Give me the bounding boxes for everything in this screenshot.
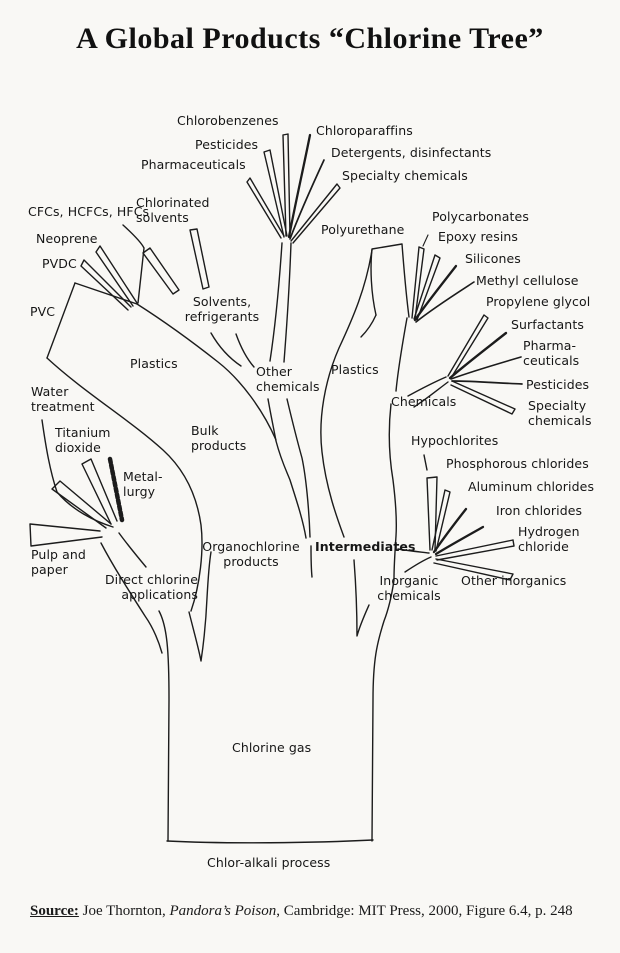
label-surfactants: Surfactants [511,317,584,332]
label-hypochlorites: Hypochlorites [411,433,499,448]
label-detergents-disinfectants: Detergents, disinfectants [331,145,492,160]
label-pvc: PVC [30,304,56,319]
label-intermediates: Intermediates [315,539,416,554]
label-polycarbonates: Polycarbonates [432,209,529,224]
source-label: Source: [30,903,79,919]
label-hydrogen-chloride: Hydrogen chloride [518,524,580,554]
inorganic-branch [397,454,515,581]
source-author: Joe Thornton, [78,903,170,919]
label-water-treatment: Water treatment [31,384,95,414]
label-chlorinated-solvents: Chlorinated solvents [136,195,210,225]
left-plastics-limb [46,224,277,612]
label-pharmaceuticals-top: Pharmaceuticals [141,157,246,172]
top-fan-twigs [246,133,341,244]
label-metallurgy: Metal- lurgy [123,469,163,499]
label-propylene-glycol: Propylene glycol [486,294,591,309]
label-specialty-chemicals-top: Specialty chemicals [342,168,468,183]
source-citation: Source: Joe Thornton, Pandora’s Poison, … [30,903,605,920]
label-pvdc: PVDC [42,256,77,271]
label-organochlorine-products: Organochlorine products [202,539,300,569]
right-limb [320,249,408,637]
central-limb [267,242,313,578]
source-work-title: Pandora’s Poison [169,903,277,919]
label-pesticides-top: Pesticides [195,137,259,152]
label-solvents-refrigerants: Solvents, refrigerants [184,294,260,324]
label-titanium-dioxide: Titanium dioxide [55,425,111,455]
label-pesticides-right: Pesticides [526,377,590,392]
label-plastics-right: Plastics [331,362,379,377]
label-chlorobenzenes: Chlorobenzenes [177,113,279,128]
source-details: , Cambridge: MIT Press, 2000, Figure 6.4… [276,903,573,919]
label-chemicals: Chemicals [391,394,457,409]
label-cfcs-hcfcs-hfcs: CFCs, HCFCs, HFCs [28,204,150,219]
label-chlor-alkali-process: Chlor-alkali process [207,855,331,870]
chemicals-branch [407,314,523,415]
label-chloroparaffins: Chloroparaffins [316,123,413,138]
label-silicones: Silicones [465,251,521,266]
polyurethane-branch [360,234,475,338]
label-inorganic-chemicals: Inorganic chemicals [377,573,441,603]
label-iron-chlorides: Iron chlorides [496,503,583,518]
label-plastics-left: Plastics [130,356,178,371]
label-phosphorous-chlorides: Phosphorous chlorides [446,456,589,471]
label-other-inorganics: Other inorganics [461,573,567,588]
label-other-chemicals: Other chemicals [256,364,320,394]
left-lower-limb [100,542,212,662]
page-title: A Global Products “Chlorine Tree” [76,22,544,55]
label-pulp-and-paper: Pulp and paper [31,547,86,577]
label-direct-chlorine-applications: Direct chlorine applications [104,572,198,602]
left-cluster-twigs [29,419,125,547]
label-aluminum-chlorides: Aluminum chlorides [468,479,595,494]
label-chlorine-gas: Chlorine gas [232,740,312,755]
trunk-outline [118,532,395,844]
label-pharmaceuticals-right: Pharma- ceuticals [523,338,580,368]
label-neoprene: Neoprene [36,231,98,246]
label-bulk-products: Bulk products [191,423,247,453]
label-polyurethane: Polyurethane [321,222,405,237]
label-epoxy-resins: Epoxy resins [438,229,519,244]
label-specialty-chemicals-right: Specialty chemicals [528,398,592,428]
label-methyl-cellulose: Methyl cellulose [476,273,579,288]
